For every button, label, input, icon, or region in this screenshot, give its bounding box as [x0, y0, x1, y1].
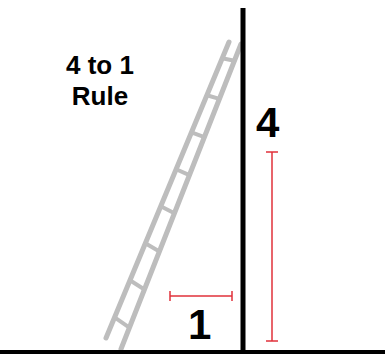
vertical-dimension — [266, 152, 278, 341]
ground — [0, 350, 385, 354]
ladder-rail — [121, 44, 241, 349]
wall — [241, 8, 246, 354]
ladder-rungs — [115, 58, 235, 327]
diagram-title: 4 to 1 Rule — [40, 50, 160, 112]
ladder-rung — [130, 280, 144, 289]
dimension-label: 1 — [188, 304, 211, 346]
dimension-label: 4 — [256, 102, 279, 144]
ladder-rung — [115, 317, 130, 327]
horizontal-dimension — [170, 291, 232, 301]
